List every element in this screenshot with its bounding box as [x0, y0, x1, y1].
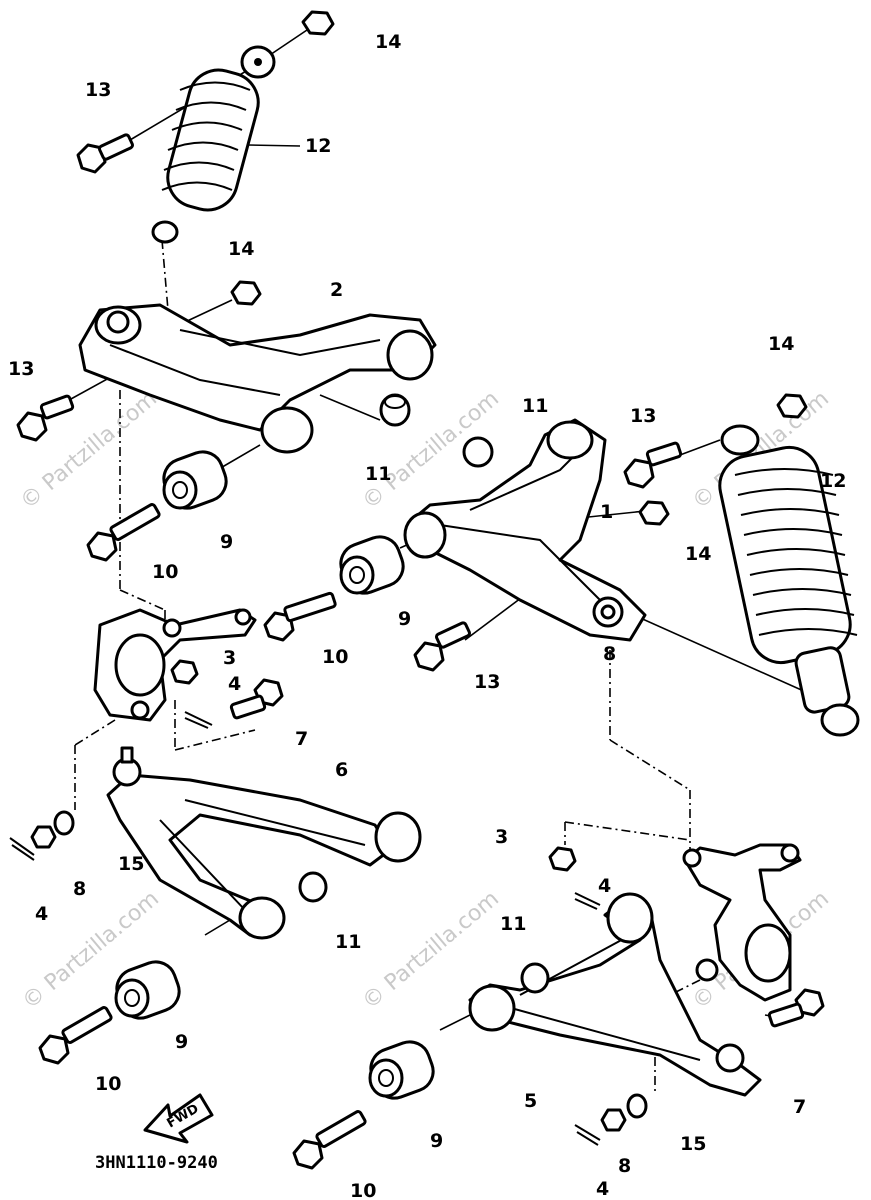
bolt-13-right-upper [623, 441, 683, 489]
cotter-pin-4-lower-right [574, 1124, 601, 1146]
nut-14-right-top [776, 393, 808, 419]
callout-11: 11 [522, 395, 548, 417]
collar-11-lower-left [298, 871, 328, 903]
collar-11-lower-right [520, 962, 550, 994]
callout-3: 3 [495, 826, 508, 848]
callout-7: 7 [295, 728, 308, 750]
nut-8-left [30, 825, 57, 849]
bushing-9-right [339, 535, 405, 595]
cotter-pin-4-left [184, 711, 213, 729]
bushing-9-lower-left [114, 960, 181, 1020]
callout-14: 14 [768, 333, 794, 355]
upper-arm-1 [403, 418, 647, 642]
bushing-9-upper [162, 450, 228, 510]
callout-10: 10 [152, 561, 178, 583]
callout-12: 12 [820, 470, 846, 492]
bolt-7-right [767, 988, 825, 1028]
nut-3-right [548, 846, 577, 872]
callout-14: 14 [228, 238, 254, 260]
shock-absorber-right [718, 424, 860, 737]
diagram-code: 3HN1110-9240 [95, 1153, 218, 1173]
callout-14: 14 [685, 543, 711, 565]
callout-6: 6 [335, 759, 348, 781]
callout-7: 7 [793, 1096, 806, 1118]
callout-11: 11 [335, 931, 361, 953]
nut-14-upper [230, 280, 262, 306]
bolt-13-upper-left [16, 394, 75, 442]
bolt-7-left [229, 678, 284, 720]
callouts: 14 13 12 14 2 13 11 9 10 11 1 13 14 12 1… [8, 31, 846, 1200]
callout-9: 9 [430, 1130, 443, 1152]
washer-15-left [53, 810, 75, 836]
upper-arm-2 [78, 303, 437, 454]
fwd-arrow-icon: FWD [143, 1093, 214, 1144]
callout-10: 10 [350, 1180, 376, 1200]
callout-3: 3 [223, 647, 236, 669]
collar-11-upper [379, 393, 411, 427]
steering-knuckle-left [93, 608, 257, 722]
callout-13: 13 [474, 671, 500, 693]
bolt-13-right-lower [413, 621, 471, 672]
nut-3-left [170, 659, 199, 685]
callout-11: 11 [500, 913, 526, 935]
callout-8: 8 [73, 878, 86, 900]
callout-13: 13 [630, 405, 656, 427]
callout-9: 9 [398, 608, 411, 630]
callout-13: 13 [85, 79, 111, 101]
cotter-pin-4-lower-left [9, 837, 35, 861]
callout-15: 15 [680, 1133, 706, 1155]
bolt-10-upper [86, 503, 161, 562]
nut-14-top [301, 10, 335, 36]
shock-absorber-upper [151, 45, 276, 244]
callout-11: 11 [365, 463, 391, 485]
callout-4: 4 [35, 903, 48, 925]
callout-10: 10 [322, 646, 348, 668]
callout-5: 5 [524, 1090, 537, 1112]
callout-15: 15 [118, 853, 144, 875]
cotter-pin-4-right [574, 892, 601, 910]
steering-knuckle-right [682, 843, 802, 1002]
bolt-10-mid [263, 591, 337, 642]
callout-10: 10 [95, 1073, 121, 1095]
callout-9: 9 [175, 1031, 188, 1053]
watermark: © Partzilla.com [16, 386, 162, 514]
callout-12: 12 [305, 135, 331, 157]
nut-8-right [600, 1108, 627, 1132]
washer-15-right [626, 1093, 648, 1119]
callout-4: 4 [596, 1178, 609, 1200]
callout-9: 9 [220, 531, 233, 553]
bushing-9-lower-right [368, 1040, 435, 1100]
lower-arm-5 [468, 892, 762, 1097]
callout-4: 4 [228, 673, 241, 695]
bolt-10-lower-right [292, 1110, 367, 1170]
lower-arm-6 [106, 746, 422, 940]
callout-1: 1 [600, 501, 613, 523]
collar-11-right [462, 436, 494, 468]
bolt-13-top-left [76, 133, 134, 174]
callout-8: 8 [603, 643, 616, 665]
nut-14-right [638, 500, 670, 526]
callout-4: 4 [598, 875, 611, 897]
callout-13: 13 [8, 358, 34, 380]
bolt-10-lower-left [38, 1006, 113, 1065]
callout-8: 8 [618, 1155, 631, 1177]
callout-14: 14 [375, 31, 401, 53]
callout-2: 2 [330, 279, 343, 301]
